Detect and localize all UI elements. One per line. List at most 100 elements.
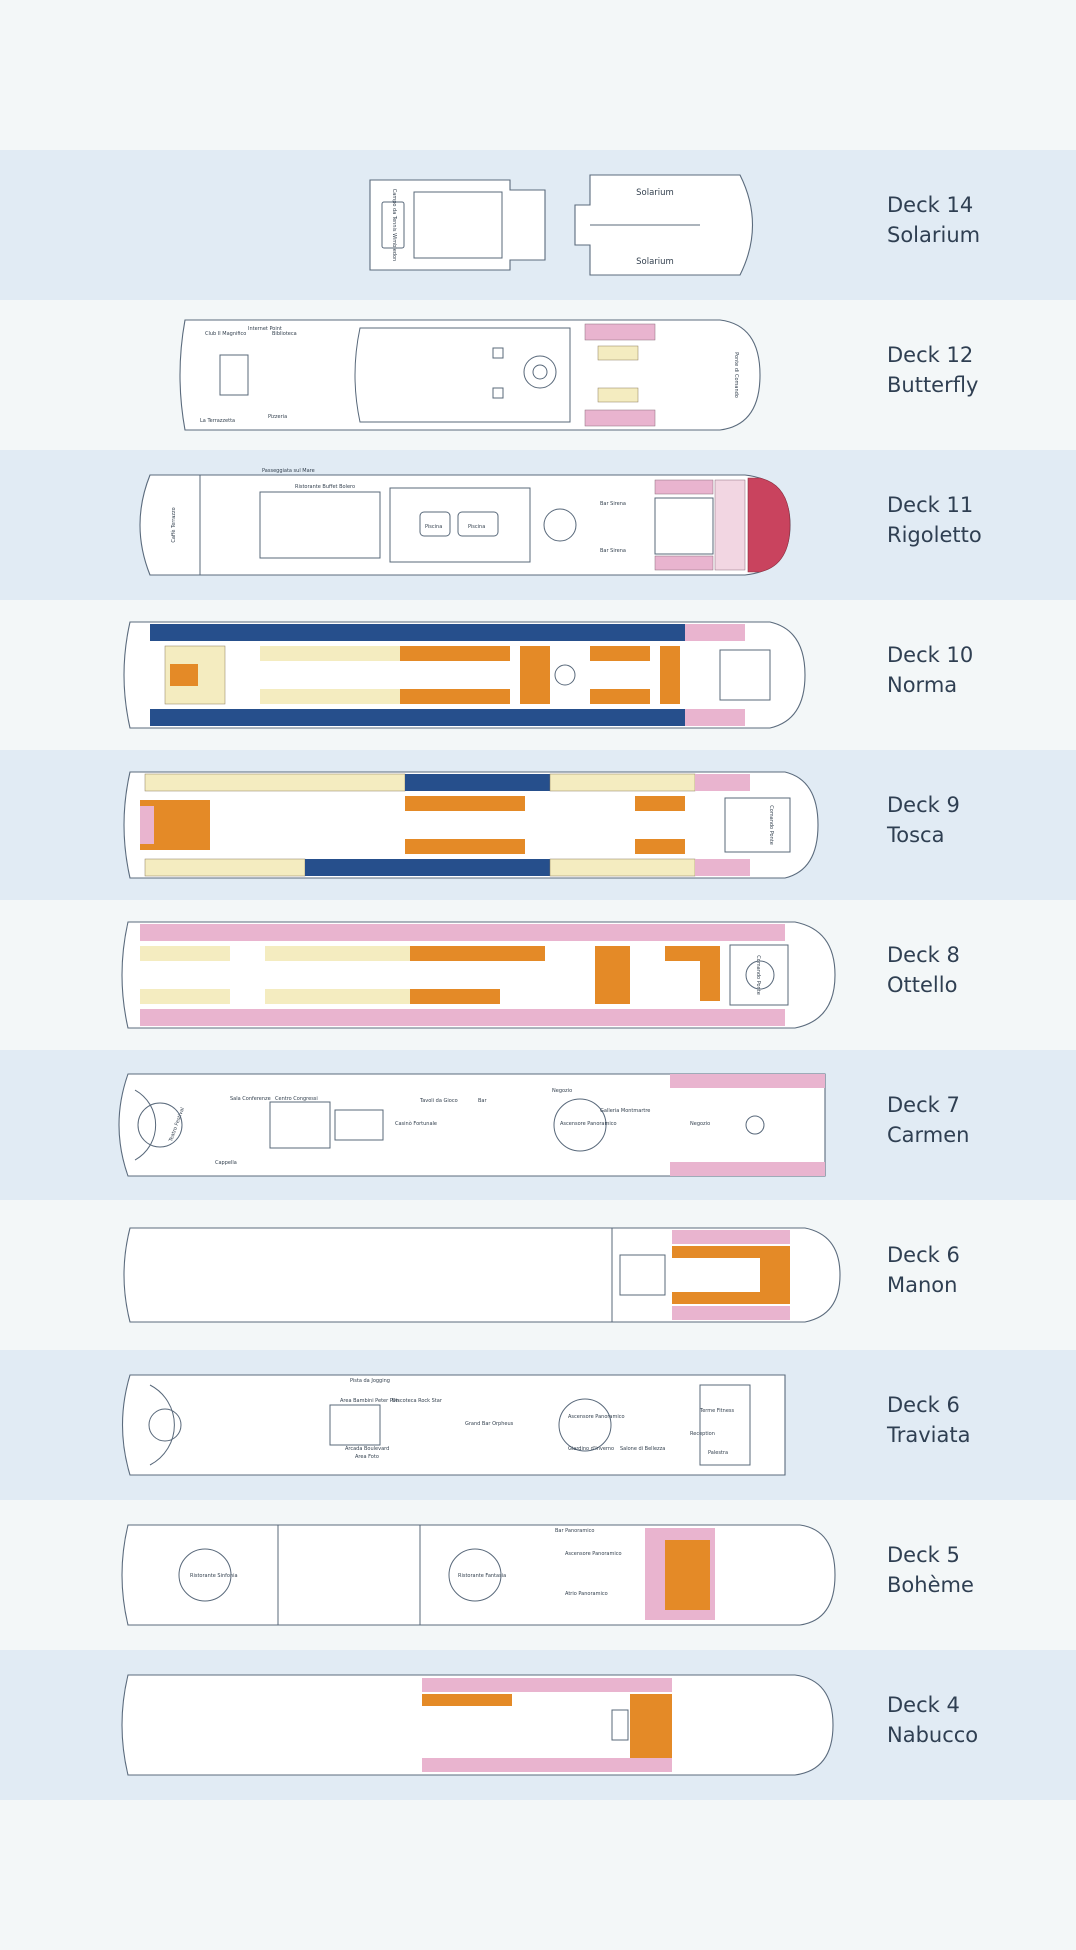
reception-label: Reception: [690, 1431, 715, 1437]
deck-label-14: Deck 14 Solarium: [887, 190, 980, 250]
fantasia-label: Ristorante Fantasia: [458, 1573, 506, 1579]
deck-number: Deck 10: [887, 643, 974, 667]
deck-row-8: Comando Ponte Deck 8 Ottello: [0, 900, 1076, 1050]
bar-sirena-label-1: Bar Sirena: [600, 501, 626, 507]
elevator-label-6: Ascensore Panoramico: [568, 1414, 625, 1420]
elevator-label-7: Ascensore Panoramico: [560, 1121, 617, 1127]
deck-row-6-traviata: Pista da Jogging Area Bambini Peter Pan …: [0, 1350, 1076, 1500]
deck-name: Carmen: [887, 1123, 970, 1147]
deck-row-10: Deck 10 Norma: [0, 600, 1076, 750]
deck-number: Deck 11: [887, 493, 974, 517]
sinfonia-label: Ristorante Sinfonia: [190, 1573, 238, 1579]
spa-label: Terme Fitness: [699, 1408, 734, 1414]
tennis-court-label: Campo da Tennis Wimbledon: [391, 189, 397, 261]
deck-label-6-manon: Deck 6 Manon: [887, 1240, 960, 1300]
bridge-label: Ponte di Comando: [733, 352, 739, 398]
deck-number: Deck 5: [887, 1543, 960, 1567]
deck-name: Butterfly: [887, 373, 979, 397]
pool-label-2: Piscina: [468, 524, 485, 530]
deck-number: Deck 8: [887, 943, 960, 967]
deck-plan-9: Comando Ponte: [0, 750, 860, 900]
bridge-label-9: Comando Ponte: [768, 805, 774, 845]
deck-name: Manon: [887, 1273, 958, 1297]
gallery-label: Galleria Montmartre: [600, 1108, 650, 1114]
deck-label-12: Deck 12 Butterfly: [887, 340, 978, 400]
deck-name: Traviata: [887, 1423, 971, 1447]
atrium-label: Atrio Panoramico: [565, 1591, 608, 1597]
deck-plan-8: Comando Ponte: [0, 900, 860, 1050]
deck-number: Deck 7: [887, 1093, 960, 1117]
deck-row-4: Deck 4 Nabucco: [0, 1650, 1076, 1800]
library-label: Biblioteca: [272, 331, 297, 337]
disco-label: Discoteca Rock Star: [392, 1398, 443, 1404]
bar-label-7: Bar: [478, 1098, 487, 1104]
solarium-label-top: Solarium: [636, 188, 674, 198]
gym-label: Palestra: [708, 1450, 728, 1456]
elevator-label-5: Ascensore Panoramico: [565, 1551, 622, 1557]
deck-row-5: Ristorante Sinfonia Ristorante Fantasia …: [0, 1500, 1076, 1650]
deck-label-8: Deck 8 Ottello: [887, 940, 960, 1000]
deck-name: Tosca: [887, 823, 945, 847]
deck-plan-11: Caffè Terrazzo Passeggiata sul Mare Rist…: [0, 450, 860, 600]
deck-label-9: Deck 9 Tosca: [887, 790, 960, 850]
chapel-label: Cappella: [215, 1160, 237, 1166]
solarium-label-bottom: Solarium: [636, 257, 674, 267]
deck-name: Norma: [887, 673, 958, 697]
deck-label-6-traviata: Deck 6 Traviata: [887, 1390, 970, 1450]
panoramic-bar-label: Bar Panoramico: [555, 1528, 594, 1534]
deck-name: Ottello: [887, 973, 958, 997]
deck-label-10: Deck 10 Norma: [887, 640, 973, 700]
bar-sirena-label-2: Bar Sirena: [600, 548, 626, 554]
promenade-label-top: Passeggiata sul Mare: [262, 468, 315, 474]
winter-garden-label: Giardino d'Inverno: [568, 1446, 614, 1452]
cabins-11: [654, 477, 791, 573]
deck-plan-14: Campo da Tennis Wimbledon Solarium Solar…: [0, 150, 860, 300]
shop-label-1: Negozio: [552, 1088, 572, 1094]
deck-number: Deck 14: [887, 193, 974, 217]
deck-row-7: Teatro Festival Sala Conferenze Centro C…: [0, 1050, 1076, 1200]
deck-label-11: Deck 11 Rigoletto: [887, 490, 982, 550]
deck-label-5: Deck 5 Bohème: [887, 1540, 974, 1600]
grand-bar-label: Grand Bar Orpheus: [465, 1421, 514, 1427]
casino-label: Casinò Fortunale: [395, 1120, 437, 1127]
deck-plan-4: [0, 1650, 860, 1800]
congress-label: Centro Congressi: [275, 1096, 318, 1102]
beauty-salon-label: Salone di Bellezza: [620, 1446, 665, 1452]
deck-plan-5: Ristorante Sinfonia Ristorante Fantasia …: [0, 1500, 860, 1650]
club-label: Club Il Magnifico: [205, 331, 246, 337]
arcade-label: Arcada Boulevard: [345, 1446, 389, 1452]
deck-name: Rigoletto: [887, 523, 982, 547]
conference-label: Sala Conferenze: [230, 1096, 271, 1102]
deck-row-6-manon: Deck 6 Manon: [0, 1200, 1076, 1350]
deck-row-12: Club Il Magnifico Internet Point Bibliot…: [0, 300, 1076, 450]
photo-area-label: Area Foto: [355, 1454, 379, 1460]
deck-name: Nabucco: [887, 1723, 979, 1747]
deck-row-11: Caffè Terrazzo Passeggiata sul Mare Rist…: [0, 450, 1076, 600]
gaming-label: Tavoli da Gioco: [419, 1098, 458, 1104]
deck-plan-12: Club Il Magnifico Internet Point Bibliot…: [0, 300, 860, 450]
cafe-label: Caffè Terrazzo: [170, 507, 177, 542]
deck-name: Bohème: [887, 1573, 974, 1597]
deck-plan-7: Teatro Festival Sala Conferenze Centro C…: [0, 1050, 860, 1200]
deck-plan-6-manon: [0, 1200, 860, 1350]
jogging-label-top: Pista da Jogging: [350, 1378, 390, 1384]
deck-label-7: Deck 7 Carmen: [887, 1090, 969, 1150]
deck-number: Deck 9: [887, 793, 960, 817]
deck-number: Deck 4: [887, 1693, 960, 1717]
deck-number: Deck 6: [887, 1393, 960, 1417]
terrace-label: La Terrazzetta: [200, 418, 235, 424]
shop-label-2: Negozio: [690, 1121, 710, 1127]
deck-number: Deck 6: [887, 1243, 960, 1267]
cabins-pink-12: [584, 323, 656, 427]
deck-plan-10: [0, 600, 860, 750]
top-blank-area: [0, 0, 1076, 150]
pool-label-1: Piscina: [425, 524, 442, 530]
pizzeria-label: Pizzeria: [268, 414, 287, 420]
internet-label: Internet Point: [248, 326, 282, 332]
bridge-label-8: Comando Ponte: [755, 955, 761, 995]
kids-area-label: Area Bambini Peter Pan: [340, 1398, 399, 1404]
deck-row-9: Comando Ponte Deck 9 Tosca: [0, 750, 1076, 900]
buffet-label: Ristorante Buffet Bolero: [295, 484, 355, 490]
deck-row-14: Campo da Tennis Wimbledon Solarium Solar…: [0, 150, 1076, 300]
deck-label-4: Deck 4 Nabucco: [887, 1690, 978, 1750]
